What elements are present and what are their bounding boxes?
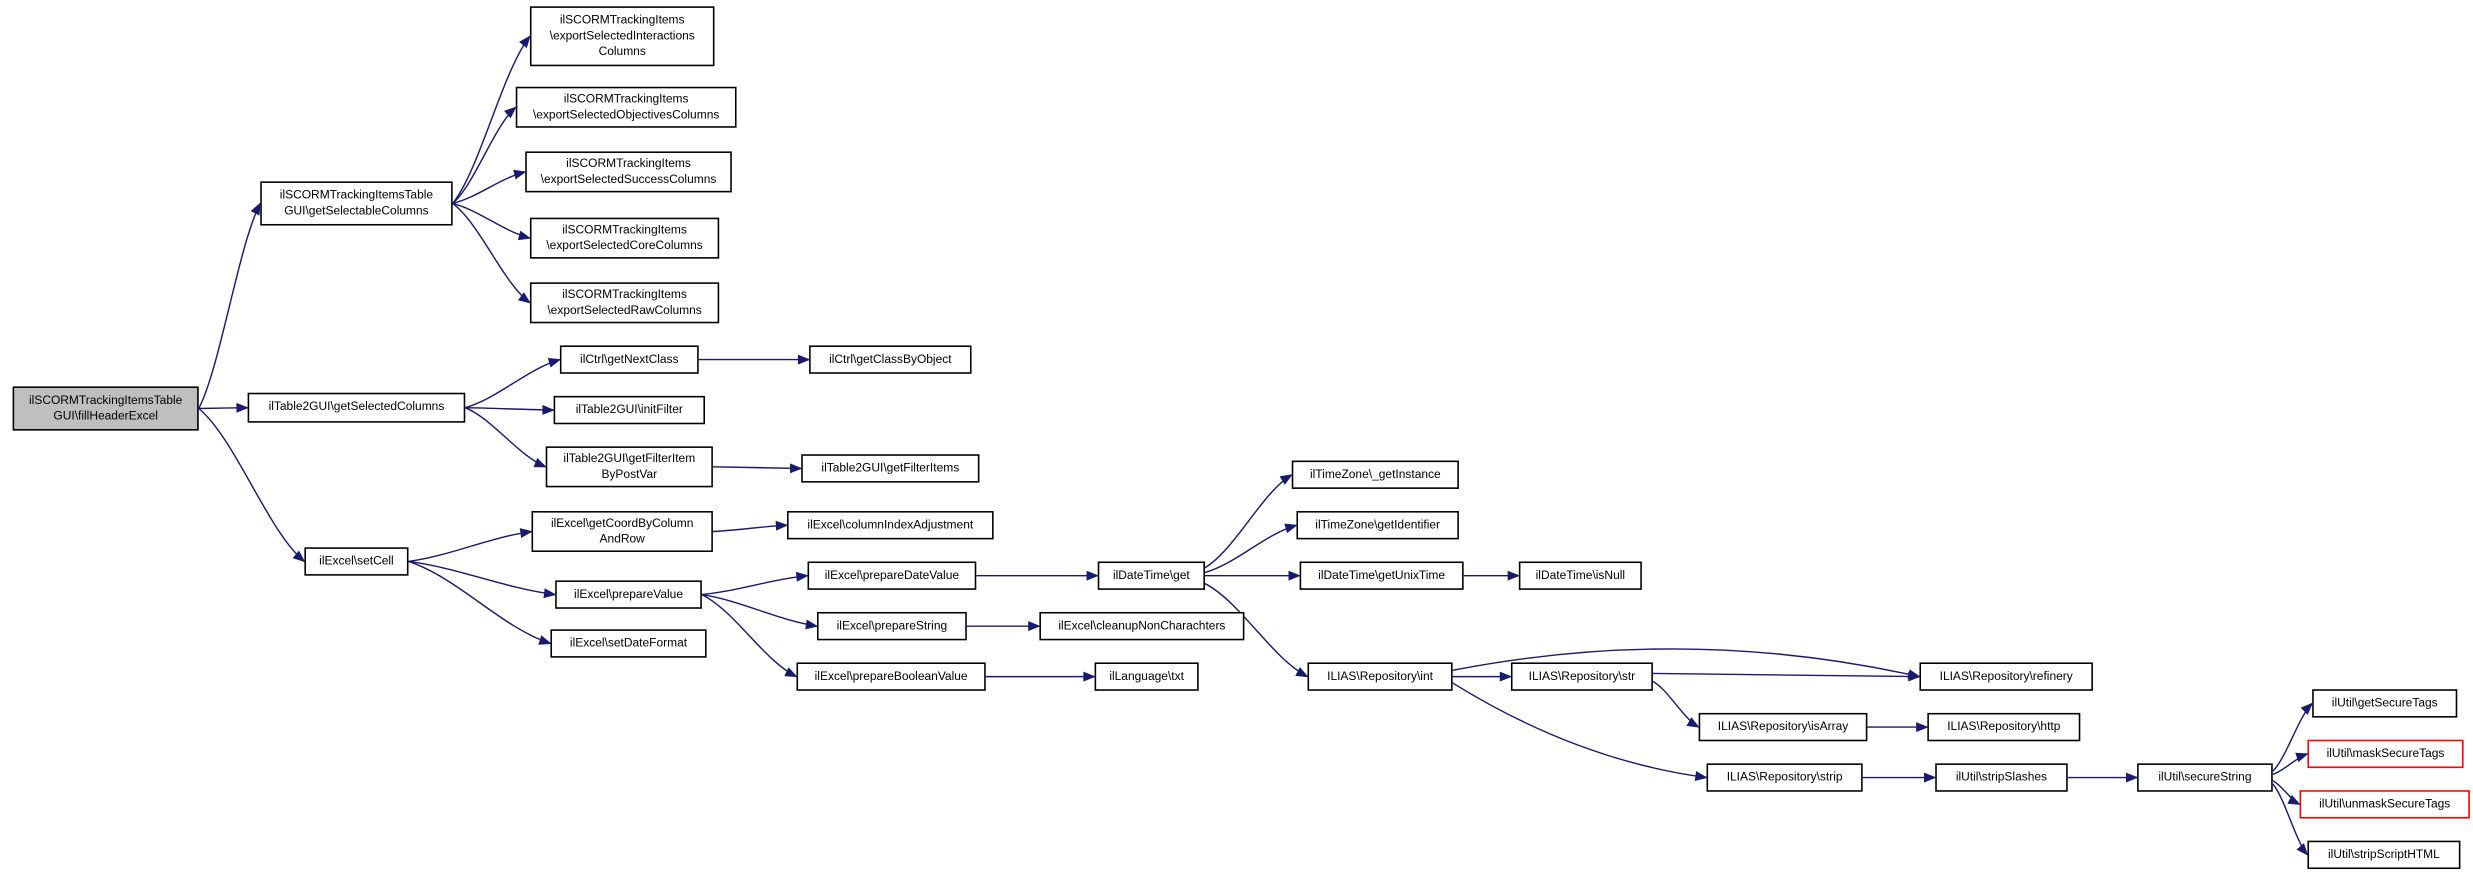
edge-fillHeaderExcel-setCell <box>198 407 306 563</box>
edge-get-getInstance <box>1204 474 1293 569</box>
node-strip[interactable]: ILIAS\Repository\strip <box>1706 763 1863 792</box>
node-stripScriptHTML[interactable]: ilUtil\stripScriptHTML <box>2307 840 2461 870</box>
edge-setCell-setDateFormat <box>408 560 552 645</box>
node-get[interactable]: ilDateTime\get <box>1097 561 1205 590</box>
node-getClassByObject[interactable]: ilCtrl\getClassByObject <box>809 345 972 374</box>
node-exportSelectedObjectivesColumns[interactable]: ilSCORMTrackingItems \exportSelectedObje… <box>515 86 737 128</box>
node-str[interactable]: ILIAS\Repository\str <box>1510 662 1653 691</box>
node-setDateFormat[interactable]: ilExcel\setDateFormat <box>550 629 707 658</box>
node-getSelectableColumns[interactable]: ilSCORMTrackingItemsTable GUI\getSelecta… <box>260 181 453 226</box>
edge-getSelectableColumns-exportSelectedRawColumns <box>452 202 531 304</box>
node-stripSlashes[interactable]: ilUtil\stripSlashes <box>1935 763 2068 792</box>
edge-fillHeaderExcel-getSelectableColumns <box>198 202 261 409</box>
edge-getSelectableColumns-exportSelectedCoreColumns <box>452 202 532 241</box>
edge-getSelectableColumns-exportSelectedInteractionsColumns <box>452 35 531 204</box>
edge-getCoordByColumnAndRow-columnIndexAdjustment <box>712 520 789 533</box>
node-maskSecureTags[interactable]: ilUtil\maskSecureTags <box>2307 739 2464 769</box>
edge-secureString-maskSecureTags <box>2272 752 2309 776</box>
edge-getFilterItemByPostVar-getFilterItems <box>712 463 803 474</box>
node-isArray[interactable]: ILIAS\Repository\isArray <box>1698 712 1868 742</box>
node-exportSelectedInteractionsColumns[interactable]: ilSCORMTrackingItems \exportSelectedInte… <box>529 6 715 67</box>
node-refinery[interactable]: ILIAS\Repository\refinery <box>1919 662 2093 691</box>
node-columnIndexAdjustment[interactable]: ilExcel\columnIndexAdjustment <box>787 511 994 540</box>
node-fillHeaderExcel[interactable]: ilSCORMTrackingItemsTable GUI\fillHeader… <box>12 386 199 431</box>
node-exportSelectedSuccessColumns[interactable]: ilSCORMTrackingItems \exportSelectedSucc… <box>525 151 732 193</box>
edge-str-refinery <box>1652 671 1921 682</box>
node-getNextClass[interactable]: ilCtrl\getNextClass <box>559 345 699 374</box>
node-cleanupNonCharachters[interactable]: ilExcel\cleanupNonCharachters <box>1039 611 1245 641</box>
node-prepareValue[interactable]: ilExcel\prepareValue <box>555 580 702 609</box>
node-prepareDateValue[interactable]: ilExcel\prepareDateValue <box>807 561 977 590</box>
edge-str-isArray <box>1652 680 1700 728</box>
edge-getSelectedColumns-initFilter <box>465 404 555 415</box>
node-getFilterItemByPostVar[interactable]: ilTable2GUI\getFilterItem ByPostVar <box>545 446 713 488</box>
edge-get-int <box>1204 582 1309 678</box>
node-prepareString[interactable]: ilExcel\prepareString <box>816 611 967 641</box>
edge-int-refinery <box>1452 648 1921 680</box>
edge-int-strip <box>1452 682 1708 781</box>
edge-getSelectedColumns-getNextClass <box>465 357 562 409</box>
edge-fillHeaderExcel-getSelectedColumns <box>198 402 249 413</box>
edge-getSelectableColumns-exportSelectedObjectivesColumns <box>452 106 517 204</box>
edge-secureString-stripScriptHTML <box>2272 783 2309 856</box>
edge-prepareValue-prepareDateValue <box>701 571 809 596</box>
node-setCell[interactable]: ilExcel\setCell <box>304 547 409 576</box>
edge-setCell-prepareValue <box>408 560 557 599</box>
node-txt[interactable]: ilLanguage\txt <box>1094 662 1199 691</box>
node-getSelectedColumns[interactable]: ilTable2GUI\getSelectedColumns <box>247 392 466 423</box>
node-isNull[interactable]: ilDateTime\isNull <box>1518 561 1642 590</box>
node-secureString[interactable]: ilUtil\secureString <box>2137 763 2273 792</box>
node-getIdentifier[interactable]: ilTimeZone\getIdentifier <box>1296 511 1459 540</box>
node-exportSelectedRawColumns[interactable]: ilSCORMTrackingItems \exportSelectedRawC… <box>529 282 720 324</box>
node-getCoordByColumnAndRow[interactable]: ilExcel\getCoordByColumn AndRow <box>531 511 713 553</box>
node-initFilter[interactable]: ilTable2GUI\initFilter <box>553 395 706 425</box>
edge-getSelectableColumns-exportSelectedSuccessColumns <box>452 169 527 205</box>
node-prepareBooleanValue[interactable]: ilExcel\prepareBooleanValue <box>796 662 986 691</box>
edge-get-getIdentifier <box>1204 523 1298 574</box>
node-getSecureTags[interactable]: ilUtil\getSecureTags <box>2312 689 2458 718</box>
node-unmaskSecureTags[interactable]: ilUtil\unmaskSecureTags <box>2299 790 2470 819</box>
node-getFilterItems[interactable]: ilTable2GUI\getFilterItems <box>801 454 980 483</box>
node-getUnixTime[interactable]: ilDateTime\getUnixTime <box>1299 561 1464 590</box>
edge-getSelectedColumns-getFilterItemByPostVar <box>464 407 547 468</box>
node-http[interactable]: ILIAS\Repository\http <box>1927 712 2081 742</box>
edge-prepareValue-prepareBooleanValue <box>701 593 798 678</box>
node-int[interactable]: ILIAS\Repository\int <box>1307 662 1453 691</box>
node-exportSelectedCoreColumns[interactable]: ilSCORMTrackingItems \exportSelectedCore… <box>529 217 720 259</box>
edge-secureString-getSecureTags <box>2272 702 2314 772</box>
edge-prepareValue-prepareString <box>701 593 819 630</box>
edge-secureString-unmaskSecureTags <box>2272 780 2301 806</box>
edge-setCell-getCoordByColumnAndRow <box>408 528 533 563</box>
node-getInstance[interactable]: ilTimeZone\_getInstance <box>1291 460 1459 489</box>
